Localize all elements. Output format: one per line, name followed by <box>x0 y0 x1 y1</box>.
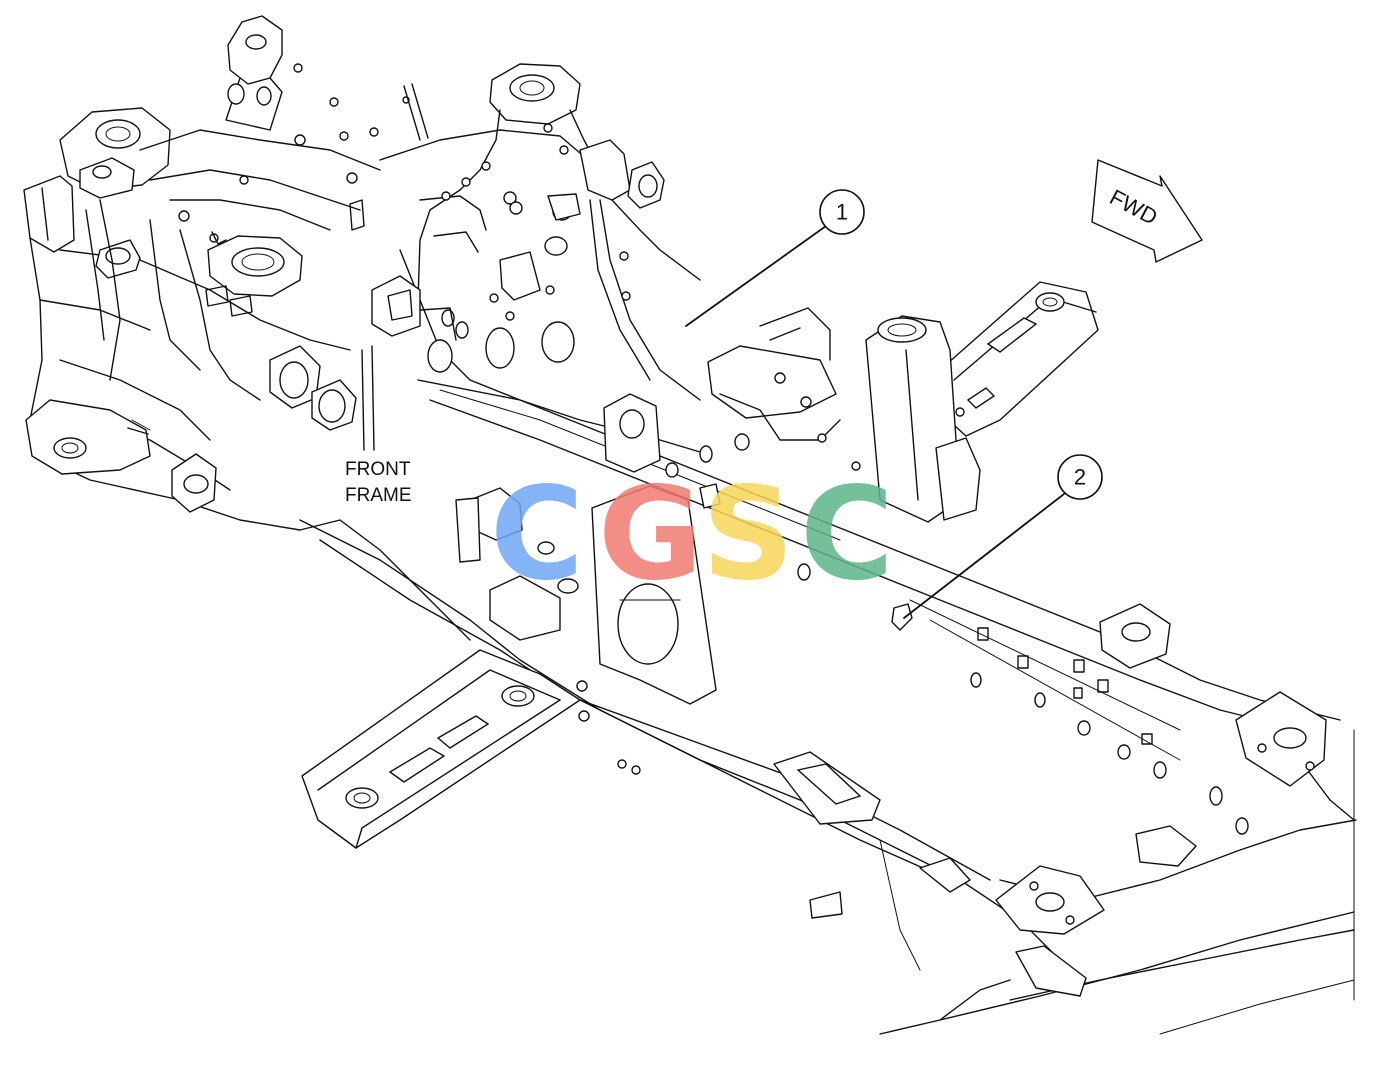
watermark-letter-s: S <box>702 460 794 609</box>
watermark-letter-c2: C <box>800 460 894 609</box>
cross-member-upper-right <box>707 281 1099 523</box>
lower-right-brackets <box>773 603 1327 997</box>
center-hitch-plate <box>455 393 717 705</box>
front-frame-structure <box>23 15 471 641</box>
forward-direction-arrow: FWD <box>1091 159 1203 263</box>
callout-1: 1 <box>685 189 865 327</box>
watermark-letter-c1: C <box>490 460 584 609</box>
front-frame-label-line1: FRONT <box>345 459 411 480</box>
center-frame-structure <box>361 63 701 453</box>
callout-2: 2 <box>903 454 1103 619</box>
rear-frame-beams <box>299 379 1357 1035</box>
watermark-letter-g: G <box>598 460 703 609</box>
cross-member-lower <box>301 649 641 849</box>
front-frame-label-line2: FRAME <box>345 485 412 506</box>
callout-2-number: 2 <box>1074 465 1086 490</box>
callout-1-number: 1 <box>836 200 848 225</box>
watermark-cgsc: C G S C <box>490 460 894 609</box>
